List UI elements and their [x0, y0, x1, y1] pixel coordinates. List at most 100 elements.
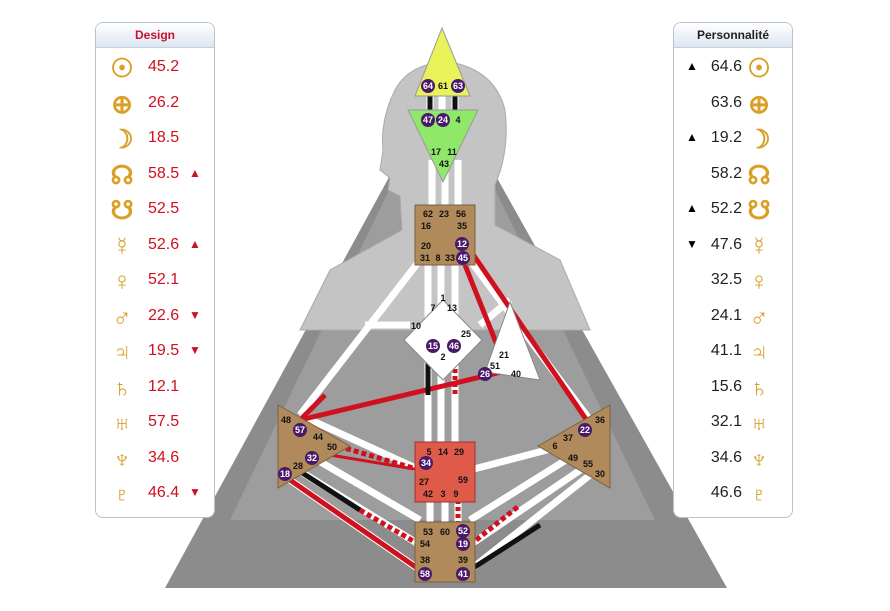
- moon-icon: ☽: [747, 124, 771, 154]
- earth-icon: ⊕: [748, 88, 770, 119]
- design-row: ♀52.1: [96, 264, 214, 298]
- mars-icon: ♂: [112, 301, 132, 332]
- design-row: ♂22.6▼: [96, 300, 214, 334]
- gate-43: 43: [439, 159, 449, 169]
- personality-row: ♂24.1: [674, 300, 792, 334]
- gate-4: 4: [455, 115, 460, 125]
- gate-marker: [436, 113, 450, 127]
- design-row: ☿52.6▲: [96, 229, 214, 263]
- gate-1: 1: [440, 293, 445, 303]
- gate-44: 44: [313, 432, 323, 442]
- personality-row: ☋52.2▲: [674, 193, 792, 227]
- gate-17: 17: [431, 147, 441, 157]
- head-center: [414, 26, 471, 97]
- gate-marker: [578, 423, 592, 437]
- gate-59: 59: [458, 475, 468, 485]
- gate-16: 16: [421, 221, 431, 231]
- design-value: 52.6: [148, 235, 180, 253]
- personality-panel: Personnalité ☉64.6▲⊕63.6☽19.2▲☊58.2☋52.2…: [673, 22, 793, 518]
- gate-marker: [278, 467, 292, 481]
- sun-icon: ☉: [110, 53, 134, 83]
- personality-row: ♀32.5: [674, 264, 792, 298]
- design-row: ⊕26.2: [96, 87, 214, 121]
- gate-51: 51: [490, 361, 500, 371]
- arrow-down-icon: ▼: [686, 236, 698, 251]
- gate-marker: [456, 567, 470, 581]
- personality-row: ♆34.6: [674, 442, 792, 476]
- personality-row: ☽ 19.2 ▲: [674, 122, 792, 156]
- personality-value: 47.6: [710, 235, 742, 253]
- gate-46: 46: [449, 341, 459, 351]
- venus-icon: ♀: [749, 266, 769, 296]
- design-value: 52.1: [148, 271, 180, 288]
- design-row: ☉45.2: [96, 51, 214, 85]
- gate-34: 34: [421, 458, 431, 468]
- arrow-up-icon: ▲: [189, 165, 201, 180]
- gate-53: 53: [423, 527, 433, 537]
- design-row: ☋52.5: [96, 193, 214, 227]
- gate-64: 64: [423, 81, 433, 91]
- personality-value: 58.2: [710, 164, 742, 182]
- pluto-icon: ♇: [112, 479, 132, 509]
- gate-15: 15: [428, 341, 438, 351]
- gate-5: 5: [426, 447, 431, 457]
- gate-marker: [421, 113, 435, 127]
- personality-value: 46.6: [710, 484, 742, 501]
- gate-62: 62: [423, 209, 433, 219]
- personality-row: ☉64.6▲: [674, 51, 792, 85]
- personality-title: Personnalité: [674, 23, 792, 48]
- earth-icon: ⊕: [111, 88, 133, 119]
- jupiter-icon: ♃: [749, 337, 769, 367]
- gate-55: 55: [583, 459, 593, 469]
- solar-plexus-center: [536, 404, 611, 489]
- personality-row: ♃ 41.1: [674, 335, 792, 369]
- gate-marker: [451, 79, 465, 93]
- gate-57: 57: [295, 425, 305, 435]
- uranus-icon: ♅: [749, 408, 769, 438]
- arrow-up-icon: ▲: [189, 236, 201, 251]
- gate-19: 19: [458, 539, 468, 549]
- gate-48: 48: [281, 415, 291, 425]
- gate-27: 27: [419, 477, 429, 487]
- gate-marker: [421, 79, 435, 93]
- gate-50: 50: [327, 442, 337, 452]
- jupiter-icon: ♃: [112, 337, 132, 367]
- gate-47: 47: [423, 115, 433, 125]
- personality-row: ⊕63.6: [674, 87, 792, 121]
- gate-29: 29: [454, 447, 464, 457]
- design-value: 19.5: [148, 342, 180, 359]
- gate-30: 30: [595, 469, 605, 479]
- personality-row: ♅32.1: [674, 406, 792, 440]
- personality-row: ☿47.6▼: [674, 229, 792, 263]
- gate-marker: [447, 339, 461, 353]
- gate-39: 39: [458, 555, 468, 565]
- gate-23: 23: [439, 209, 449, 219]
- personality-value: 41.1: [710, 342, 742, 359]
- gate-22: 22: [580, 425, 590, 435]
- gate-11: 11: [447, 147, 457, 157]
- gate-38: 38: [420, 555, 430, 565]
- north-node-icon: ☊: [110, 159, 134, 190]
- south-node-icon: ☋: [110, 195, 134, 225]
- design-row: ♆34.6: [96, 442, 214, 476]
- arrow-down-icon: ▼: [189, 307, 201, 322]
- saturn-icon: ♄: [112, 372, 132, 403]
- arrow-up-icon: ▲: [686, 130, 698, 144]
- gate-7: 7: [430, 303, 435, 313]
- personality-row: ♄15.6: [674, 371, 792, 405]
- gate-10: 10: [411, 321, 421, 331]
- personality-value: 15.6: [710, 377, 742, 395]
- g-center: [403, 299, 483, 381]
- gate-54: 54: [420, 539, 430, 549]
- gate-63: 63: [453, 81, 463, 91]
- gate-marker: [456, 251, 470, 265]
- gate-41: 41: [458, 569, 468, 579]
- gate-marker: [293, 423, 307, 437]
- design-title: Design: [96, 23, 214, 48]
- gate-25: 25: [461, 329, 471, 339]
- gate-21: 21: [499, 350, 509, 360]
- personality-value: 19.2: [710, 129, 742, 146]
- gate-marker: [305, 451, 319, 465]
